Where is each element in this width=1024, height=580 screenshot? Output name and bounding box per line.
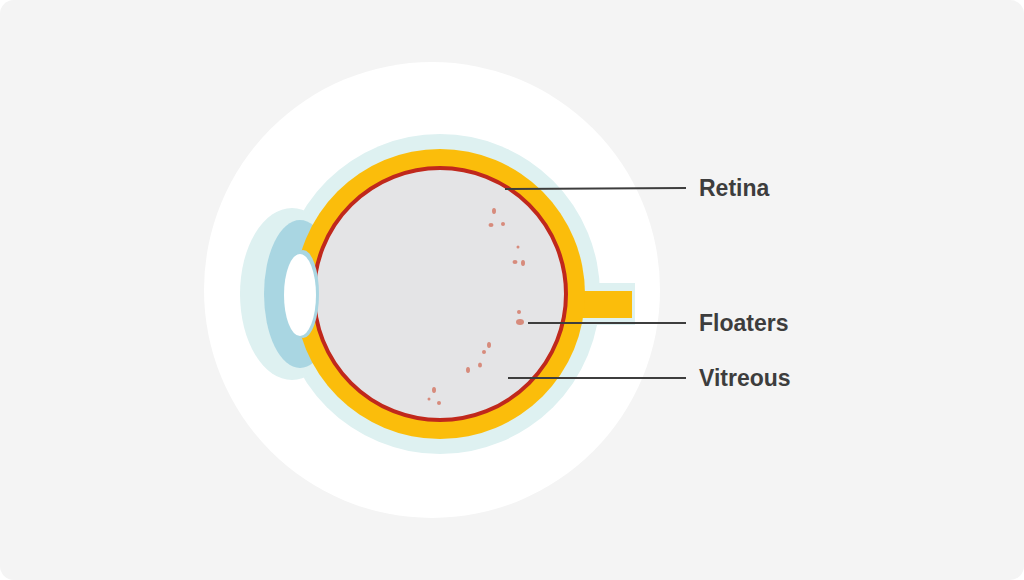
part-label: Floaters bbox=[699, 309, 788, 337]
sclera-outer bbox=[280, 134, 600, 454]
leader-line bbox=[505, 188, 686, 189]
choroid-layer bbox=[295, 149, 585, 439]
leader-lines bbox=[505, 188, 686, 378]
leader-line bbox=[508, 377, 686, 379]
lens bbox=[284, 254, 316, 336]
leader-line bbox=[528, 322, 686, 324]
retina-layer bbox=[314, 168, 566, 420]
part-label: Vitreous bbox=[699, 364, 791, 392]
backdrop-circle bbox=[204, 62, 660, 518]
part-label: Retina bbox=[699, 174, 769, 202]
floaters bbox=[428, 208, 526, 405]
